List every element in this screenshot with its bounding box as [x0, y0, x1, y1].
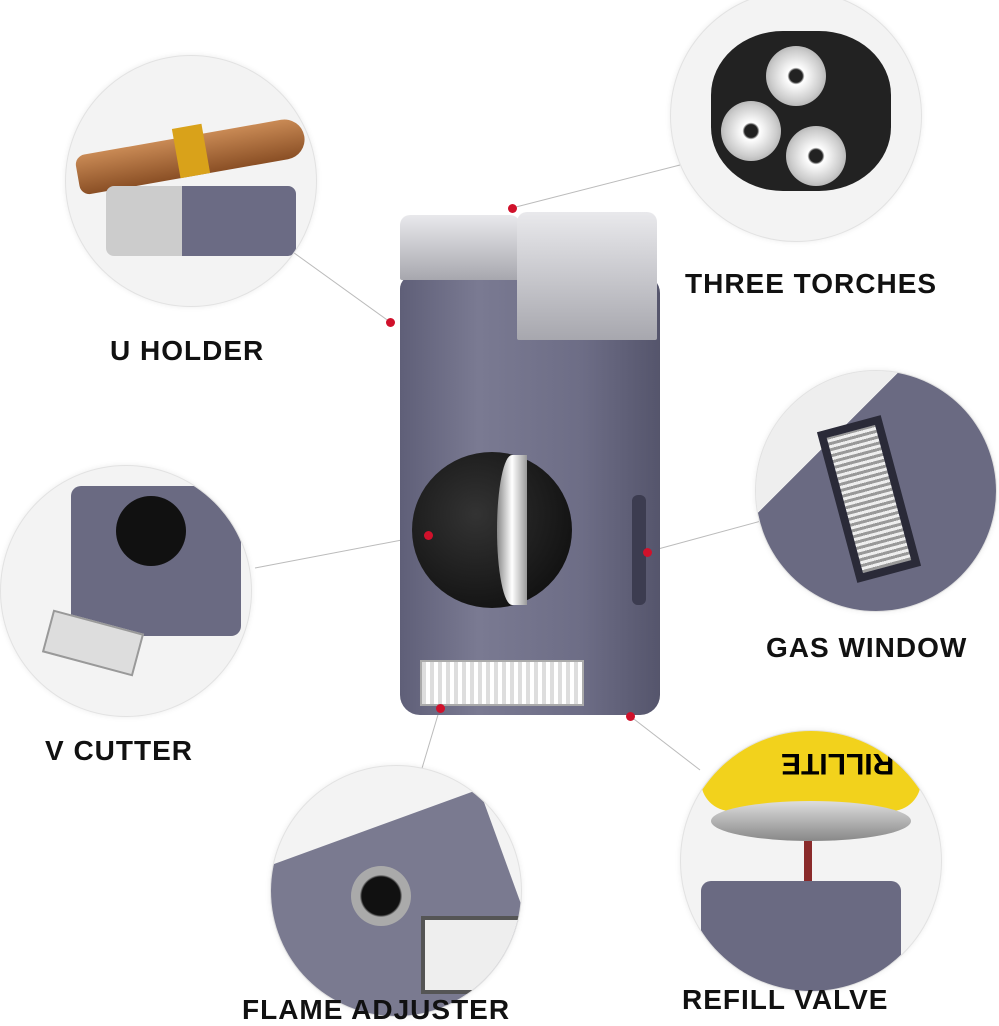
callout-dot — [436, 704, 445, 713]
right-cap — [517, 212, 657, 340]
refill-can-text: RILLITE — [781, 747, 895, 780]
flame-adjuster-label: FLAME ADJUSTER — [242, 994, 511, 1025]
gas-window-label: GAS WINDOW — [766, 632, 968, 663]
callout-dot — [424, 531, 433, 540]
three-torches-label: THREE TORCHES — [685, 268, 938, 299]
lighter-side — [106, 186, 296, 256]
adjuster-plate — [421, 916, 521, 994]
refill-valve-label: REFILL VALVE — [682, 984, 889, 1015]
v-cutter-label: V CUTTER — [45, 735, 193, 766]
u-holder-detail-image — [65, 55, 317, 307]
callout-dot — [626, 712, 635, 721]
adjuster-screw — [351, 866, 411, 926]
flame-adjuster-detail-image — [270, 765, 522, 1017]
left-cap — [400, 215, 520, 280]
torch-nozzle — [786, 126, 846, 186]
v-cutter-detail-image — [0, 465, 252, 717]
flame-adjuster-plate — [420, 660, 584, 706]
torch-nozzle — [721, 101, 781, 161]
torch-nozzle — [766, 46, 826, 106]
three-torches-detail-image — [670, 0, 922, 242]
callout-dot — [643, 548, 652, 557]
callout-dot — [386, 318, 395, 327]
v-cutter-hole — [412, 452, 572, 608]
callout-dot — [508, 204, 517, 213]
gas-window-slot — [632, 495, 646, 605]
u-holder-label: U HOLDER — [110, 335, 265, 366]
refill-valve-detail-image: RILLITE — [680, 730, 942, 992]
gas-window-detail-image — [755, 370, 997, 612]
v-cutter-blade — [497, 455, 527, 605]
